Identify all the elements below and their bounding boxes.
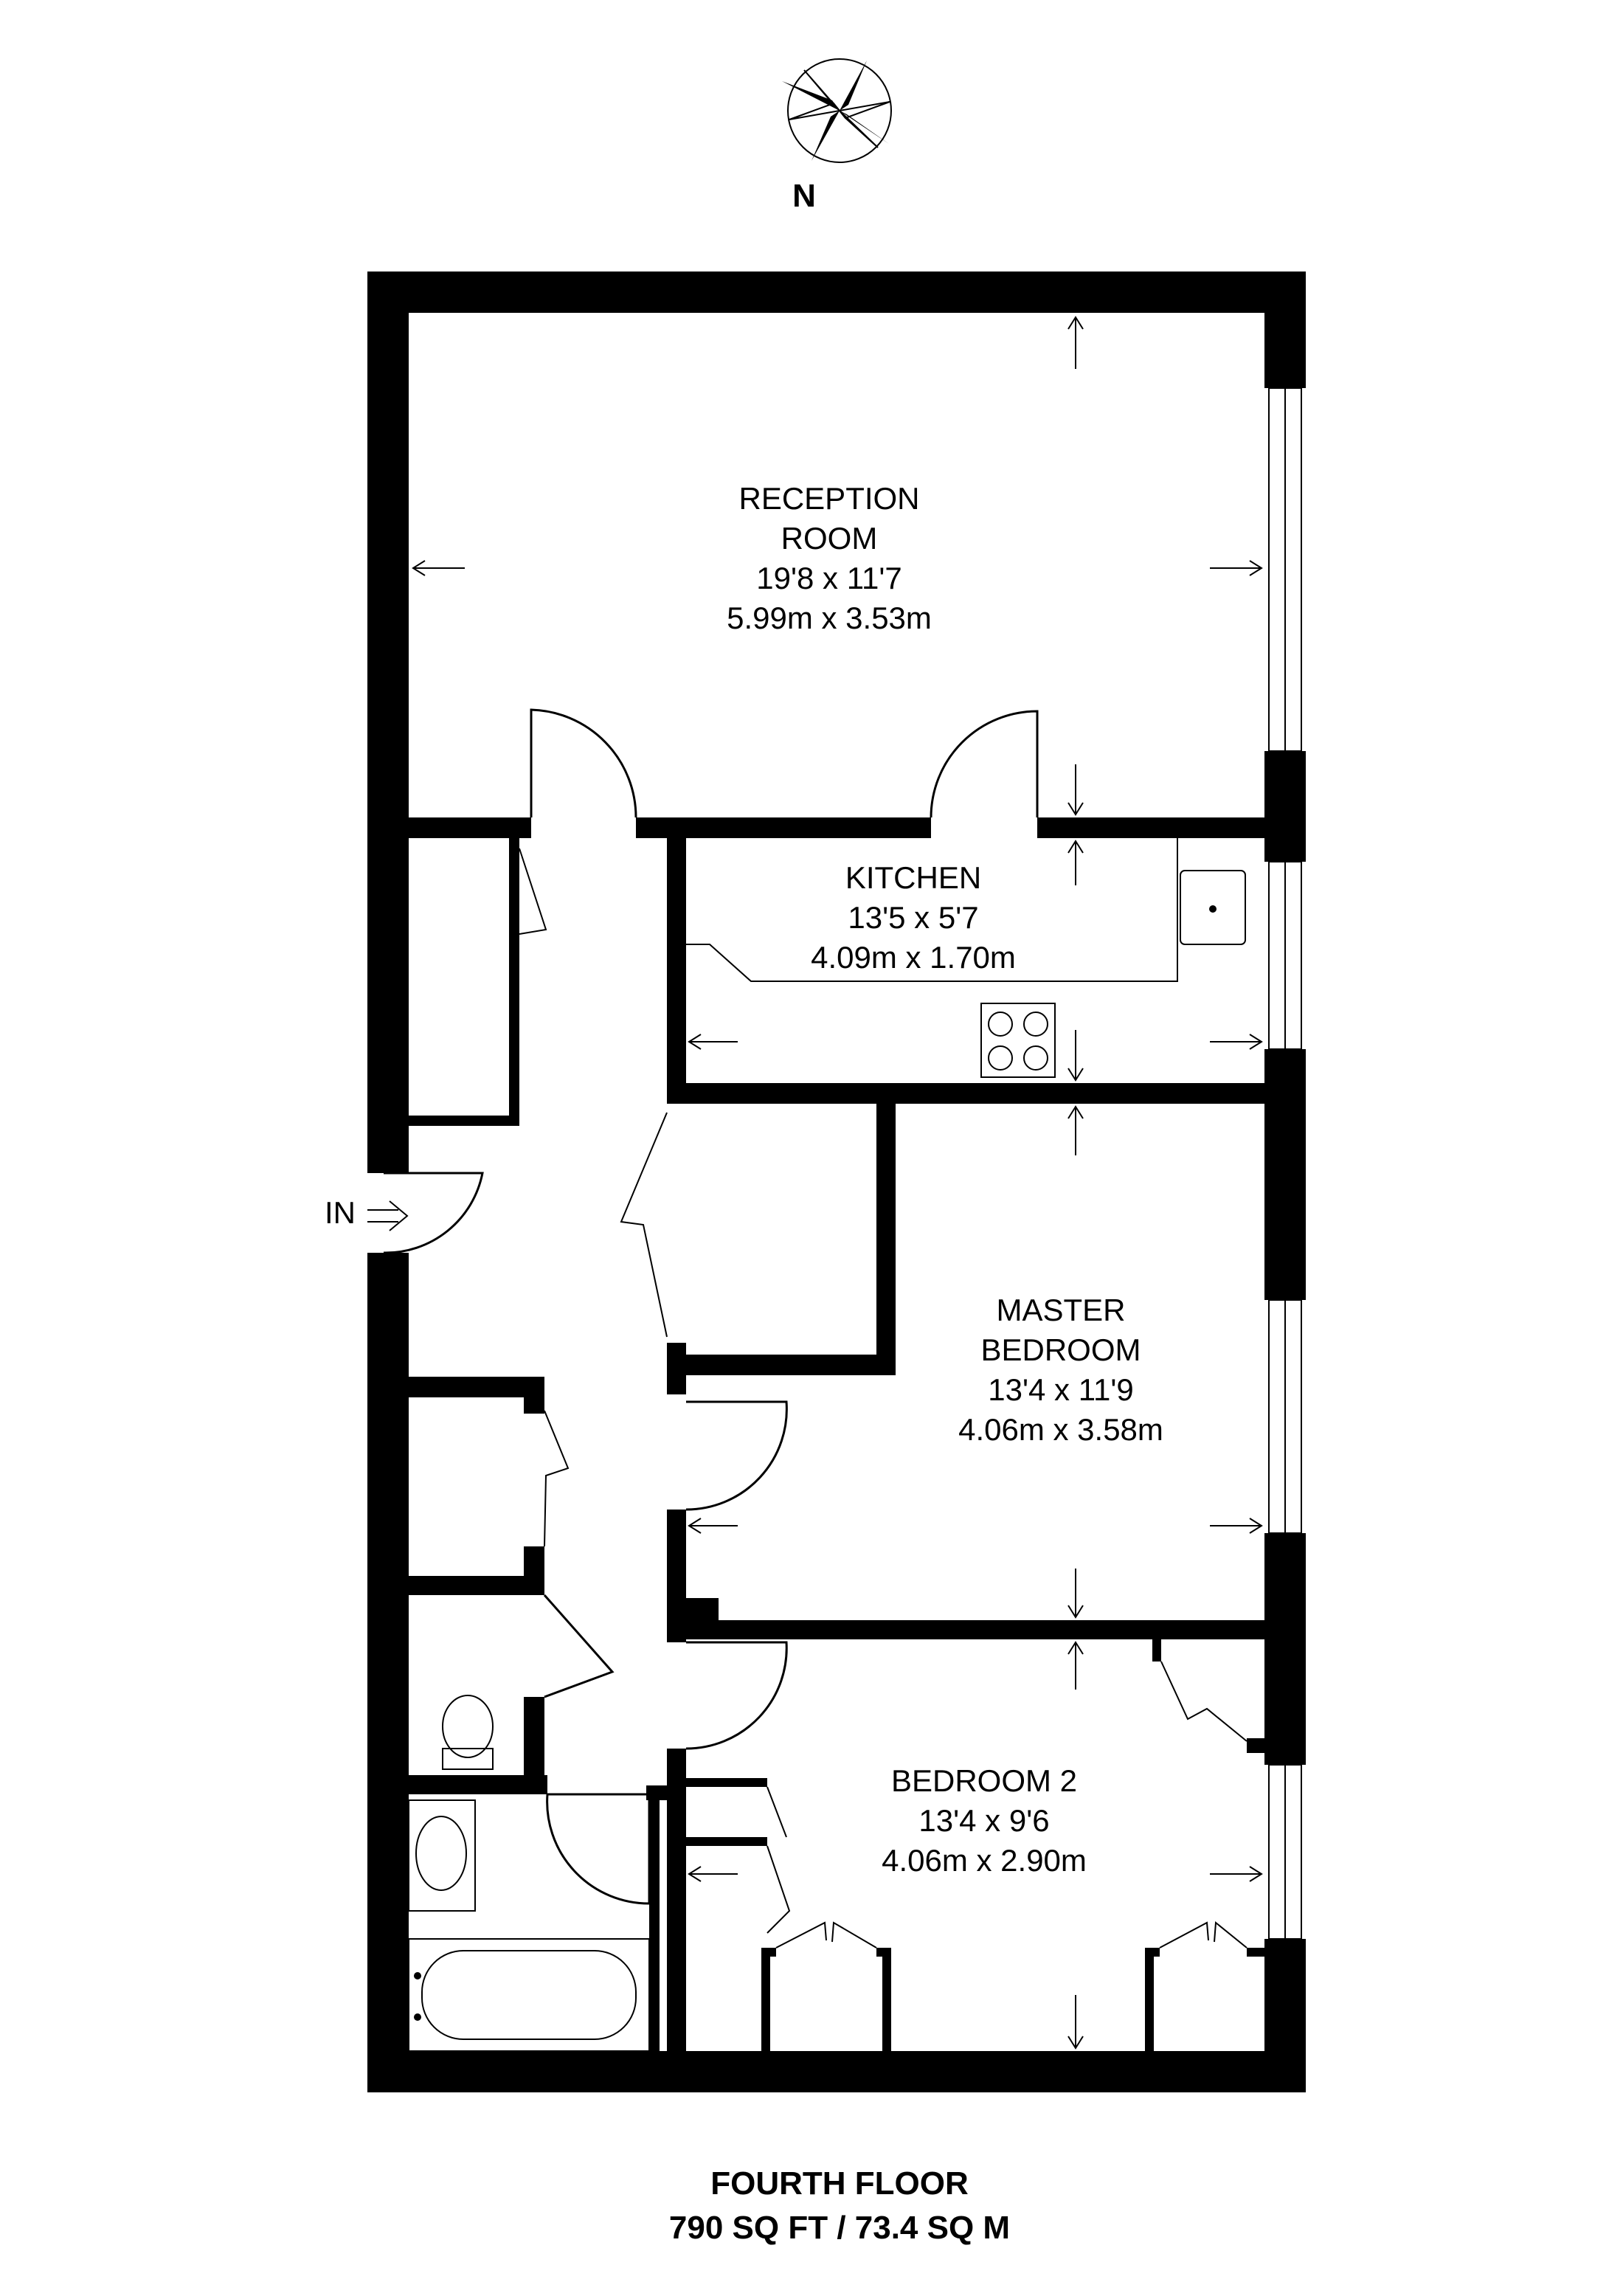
room-label-kitchen: KITCHEN 13'5 x 5'7 4.09m x 1.70m bbox=[811, 860, 1016, 975]
kitchen-fittings bbox=[686, 838, 1246, 1078]
north-label: N bbox=[792, 178, 816, 214]
area-caption: 790 SQ FT / 73.4 SQ M bbox=[669, 2210, 1010, 2246]
room-name: KITCHEN bbox=[845, 860, 981, 895]
interior-walls bbox=[409, 817, 1264, 2051]
room-size-imperial: 13'4 x 11'9 bbox=[988, 1372, 1133, 1407]
room-name: RECEPTION bbox=[738, 481, 919, 516]
room-size-metric: 4.06m x 2.90m bbox=[882, 1843, 1087, 1878]
room-size-metric: 5.99m x 3.53m bbox=[727, 601, 932, 635]
door-swings bbox=[383, 708, 1247, 1949]
bath-icon bbox=[408, 1938, 650, 2052]
room-size-metric: 4.09m x 1.70m bbox=[811, 940, 1016, 975]
bathroom-fittings bbox=[408, 1695, 650, 2052]
toilet-icon bbox=[442, 1695, 494, 1758]
compass-rose-icon bbox=[782, 58, 892, 163]
room-name: BEDROOM bbox=[980, 1332, 1141, 1367]
room-size-imperial: 13'5 x 5'7 bbox=[848, 900, 978, 935]
sink-icon bbox=[1180, 870, 1246, 945]
hob-icon bbox=[980, 1003, 1056, 1078]
room-name: BEDROOM 2 bbox=[891, 1763, 1077, 1798]
dimension-markers bbox=[412, 316, 1263, 2050]
windows bbox=[1268, 387, 1302, 1940]
entrance-arrow-icon bbox=[367, 1200, 409, 1231]
room-name: MASTER bbox=[996, 1293, 1125, 1327]
floor-caption: FOURTH FLOOR bbox=[710, 2165, 969, 2202]
room-label-master-bedroom: MASTER BEDROOM 13'4 x 11'9 4.06m x 3.58m bbox=[958, 1293, 1163, 1447]
room-name: ROOM bbox=[781, 521, 878, 556]
entrance-label: IN bbox=[325, 1195, 356, 1230]
exterior-walls bbox=[367, 272, 1306, 2092]
room-size-metric: 4.06m x 3.58m bbox=[958, 1412, 1163, 1447]
basin-icon bbox=[408, 1799, 476, 1912]
room-size-imperial: 13'4 x 9'6 bbox=[918, 1803, 1049, 1838]
room-label-bedroom-2: BEDROOM 2 13'4 x 9'6 4.06m x 2.90m bbox=[882, 1763, 1087, 1878]
room-size-imperial: 19'8 x 11'7 bbox=[756, 561, 902, 595]
room-label-reception: RECEPTION ROOM 19'8 x 11'7 5.99m x 3.53m bbox=[727, 481, 932, 635]
